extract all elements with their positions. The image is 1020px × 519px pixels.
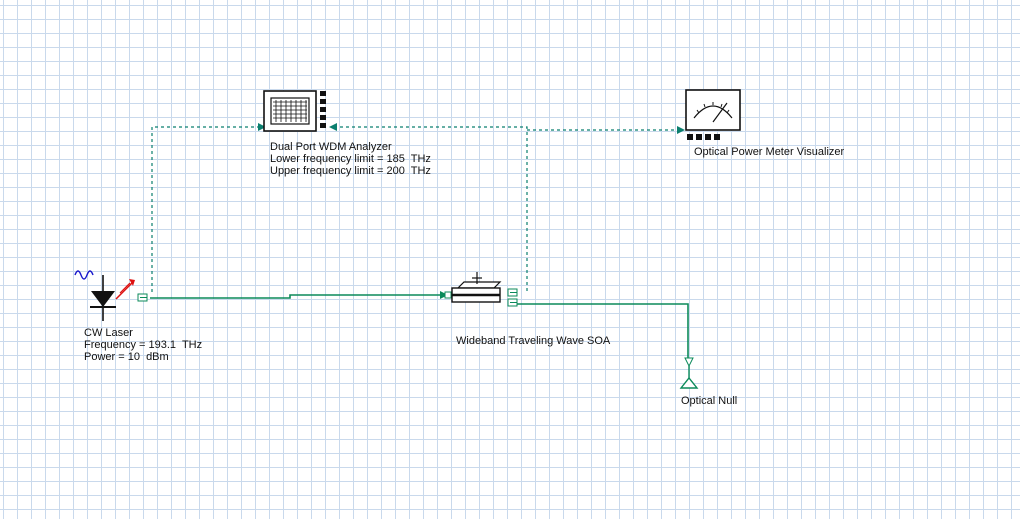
power-meter-component[interactable] [684, 88, 744, 144]
optical-null-component[interactable] [678, 356, 700, 390]
power-meter-name: Optical Power Meter Visualizer [694, 146, 845, 158]
soa-name: Wideband Traveling Wave SOA [456, 335, 611, 347]
power-meter-icon [685, 89, 741, 140]
ground-terminator-icon [679, 357, 699, 389]
cw-laser-power: Power = 10 dBm [84, 351, 169, 363]
cw-laser-component[interactable] [72, 263, 152, 323]
cw-laser-name: CW Laser [84, 327, 133, 339]
wire-soa-to-wdm[interactable] [334, 126, 528, 291]
optical-null-name: Optical Null [681, 395, 738, 407]
arrow-into-wdm-left [258, 123, 266, 131]
arrow-into-soa [440, 291, 448, 299]
soa-amplifier-icon [444, 272, 518, 307]
wire-soa-to-null[interactable] [512, 303, 689, 360]
cw-laser-frequency: Frequency = 193.1 THz [84, 339, 203, 351]
wdm-analyzer-upper-limit: Upper frequency limit = 200 THz [270, 165, 431, 177]
laser-diode-icon [74, 270, 148, 321]
wdm-analyzer-name: Dual Port WDM Analyzer [270, 141, 392, 153]
wire-laser-to-wdm[interactable] [151, 126, 260, 292]
wdm-analyzer-component[interactable] [262, 90, 342, 134]
wire-laser-to-soa[interactable] [150, 294, 444, 299]
wdm-analyzer-icon [263, 90, 326, 132]
arrow-into-power-meter [677, 126, 685, 134]
arrow-into-wdm-right [329, 123, 337, 131]
wdm-analyzer-lower-limit: Lower frequency limit = 185 THz [270, 153, 431, 165]
soa-component[interactable] [444, 270, 524, 314]
